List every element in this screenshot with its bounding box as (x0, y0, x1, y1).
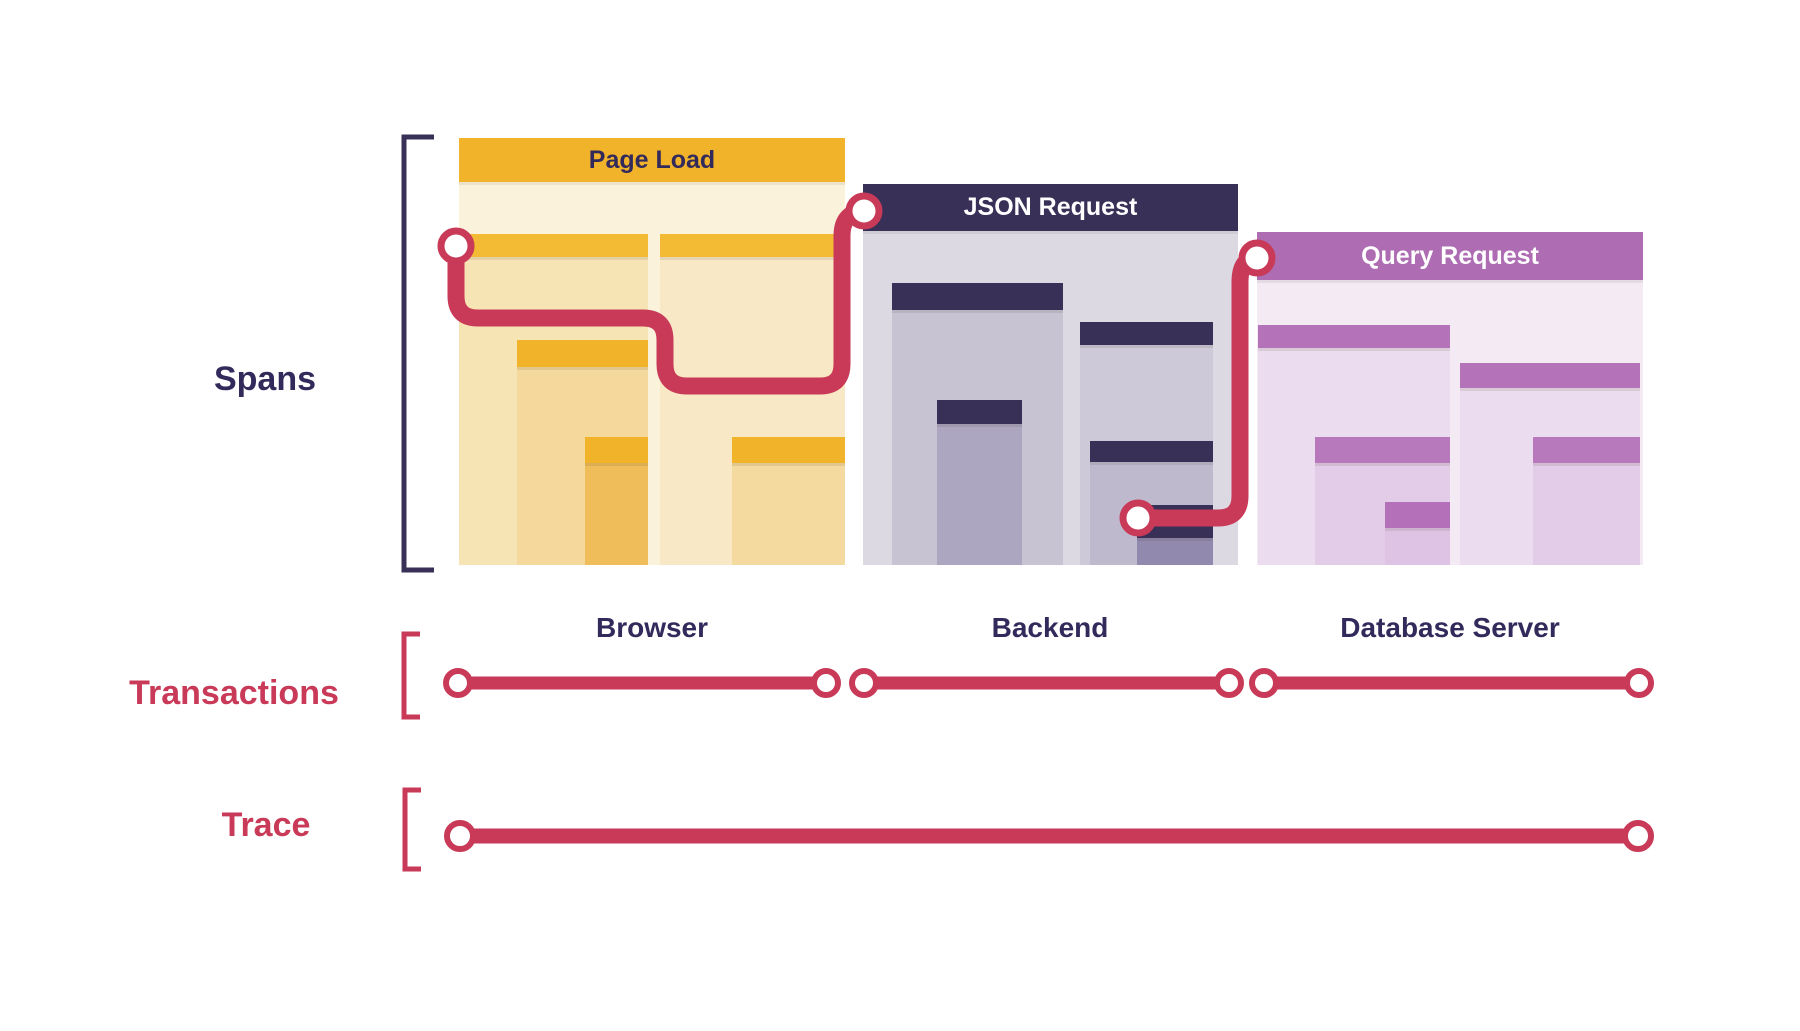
page-load-box: Page Load (459, 138, 845, 565)
query-span-right-nested-header (1533, 437, 1640, 463)
json-span-left-header (892, 283, 1063, 310)
page-load-span-deep-header (585, 437, 648, 463)
page-load-span-deep (585, 437, 648, 565)
span-dot-page-load (437, 227, 475, 265)
page-load-span-right-header (660, 234, 845, 257)
transaction-dot-backend-start (849, 668, 879, 698)
transaction-dot-database-start (1249, 668, 1279, 698)
column-label-backend: Backend (991, 612, 1109, 643)
transactions-bracket (401, 631, 420, 720)
page-load-header: Page Load (459, 138, 845, 182)
query-span-deep (1385, 502, 1450, 565)
page-load-span-right-nested-header (732, 437, 845, 463)
query-request-title: Query Request (1361, 241, 1539, 270)
query-request-box: Query Request (1257, 232, 1643, 565)
page-load-span-right-nested (732, 437, 845, 565)
span-dot-json-request (845, 192, 883, 230)
trace-dot-end (1622, 820, 1654, 852)
page-load-title: Page Load (588, 145, 716, 174)
spans-label: Spans (213, 360, 317, 398)
span-dot-query-request (1238, 239, 1276, 277)
trace-path-browser-to-backend (447, 202, 865, 395)
column-label-database-server: Database Server (1340, 612, 1560, 643)
page-load-span-nested-header (517, 340, 648, 367)
query-span-right-header (1460, 363, 1640, 388)
json-span-left-nested-header (937, 400, 1022, 424)
query-request-header: Query Request (1257, 232, 1643, 280)
transaction-dot-browser-end (811, 668, 841, 698)
trace-bracket (402, 787, 421, 872)
json-request-title: JSON Request (963, 193, 1138, 221)
spans-bracket (401, 134, 434, 573)
query-span-deep-header (1385, 502, 1450, 528)
trace-path-backend-to-database (1140, 249, 1258, 527)
json-request-header: JSON Request (863, 184, 1238, 231)
transaction-dot-database-end (1624, 668, 1654, 698)
query-span-left-header (1258, 325, 1450, 348)
json-span-left-nested (937, 400, 1022, 565)
query-span-left-nested-header (1315, 437, 1450, 463)
json-span-right-nested-header (1090, 441, 1213, 462)
json-span-right-header (1080, 322, 1213, 345)
transactions-label: Transactions (129, 674, 339, 712)
trace-dot-start (444, 820, 476, 852)
transaction-dot-browser-start (443, 668, 473, 698)
span-dot-backend-leaf (1119, 499, 1157, 537)
column-label-browser: Browser (595, 612, 709, 643)
transaction-dot-backend-end (1214, 668, 1244, 698)
page-load-span-left-header (459, 234, 648, 257)
query-span-right-nested (1533, 437, 1640, 565)
trace-label: Trace (221, 806, 311, 844)
